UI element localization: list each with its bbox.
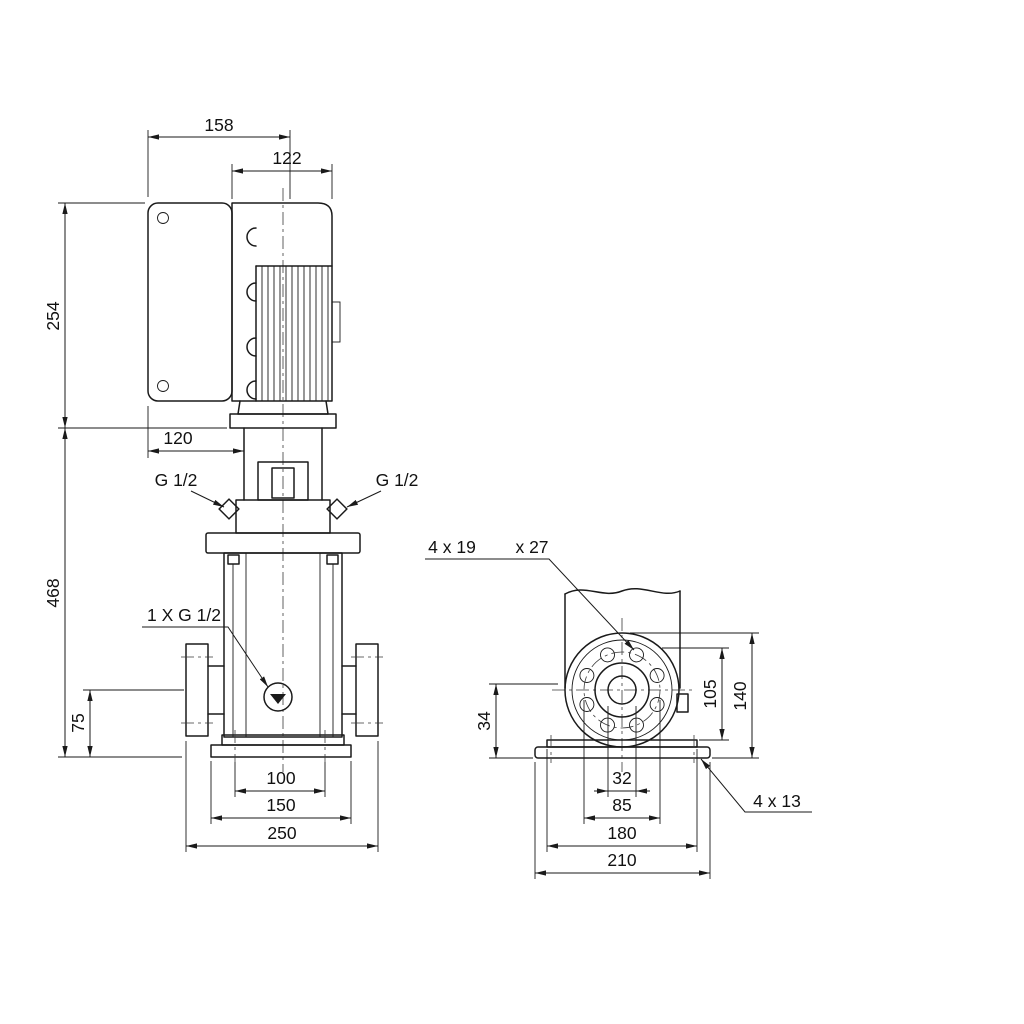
drain-label: 1 X G 1/2 — [147, 605, 221, 625]
priming-plug-left — [218, 498, 240, 520]
drain-plug — [263, 682, 293, 712]
screw-icon — [157, 212, 169, 224]
break-line — [564, 587, 681, 595]
base-bottom-side — [534, 746, 711, 759]
front-view: 158 122 254 120 468 75 100 150 — [43, 115, 418, 852]
leader-port-right — [346, 490, 382, 508]
dim-150-label: 150 — [266, 795, 295, 815]
motor-flange — [229, 413, 337, 429]
dim-250-label: 250 — [267, 823, 296, 843]
port-label-right: G 1/2 — [376, 470, 419, 490]
dim-75-label: 75 — [68, 713, 88, 732]
base-plate — [210, 744, 352, 758]
dim-468-label: 468 — [43, 578, 63, 607]
priming-plug-right — [326, 498, 348, 520]
dim-34-label: 34 — [474, 711, 494, 731]
discharge-flange — [341, 643, 383, 737]
dim-210-label: 210 — [607, 850, 636, 870]
suction-flange — [181, 643, 225, 737]
cooling-fins — [261, 266, 329, 401]
dim-100-label: 100 — [266, 768, 295, 788]
dim-32-label: 32 — [612, 768, 631, 788]
staybolt-nut — [326, 554, 339, 565]
bore-circle — [607, 675, 637, 705]
leader-base-holes — [700, 758, 812, 813]
bolt-holes — [579, 647, 665, 733]
dim-85-label: 85 — [612, 795, 631, 815]
port-label-left: G 1/2 — [155, 470, 198, 490]
dim-140-label: 140 — [730, 681, 750, 710]
dim-158-label: 158 — [204, 115, 233, 135]
dim-254-label: 254 — [43, 301, 63, 330]
side-view: 4 x 19 x 27 34 105 140 32 85 18 — [425, 537, 812, 879]
coupling — [271, 467, 295, 499]
clamp-bosses — [246, 227, 257, 400]
bolt-circle — [583, 651, 661, 729]
flange-holes-label-1: 4 x 19 — [428, 537, 476, 557]
plug-boss — [676, 693, 689, 713]
leader-flange-holes — [425, 558, 635, 651]
leader-port-left — [190, 490, 225, 508]
dim-122-label: 122 — [272, 148, 301, 168]
leader-drain — [142, 626, 269, 688]
staybolt-nut — [227, 554, 240, 565]
dim-105-label: 105 — [700, 679, 720, 708]
nameplate — [331, 301, 341, 343]
base-holes-label: 4 x 13 — [753, 791, 801, 811]
screw-icon — [157, 380, 169, 392]
chamber-stack — [223, 552, 343, 738]
dim-120-label: 120 — [163, 428, 192, 448]
raised-face-circle — [594, 662, 650, 718]
terminal-box — [147, 202, 233, 402]
motor-body — [231, 202, 333, 402]
dim-180-label: 180 — [607, 823, 636, 843]
flange-holes-label-2: x 27 — [515, 537, 548, 557]
